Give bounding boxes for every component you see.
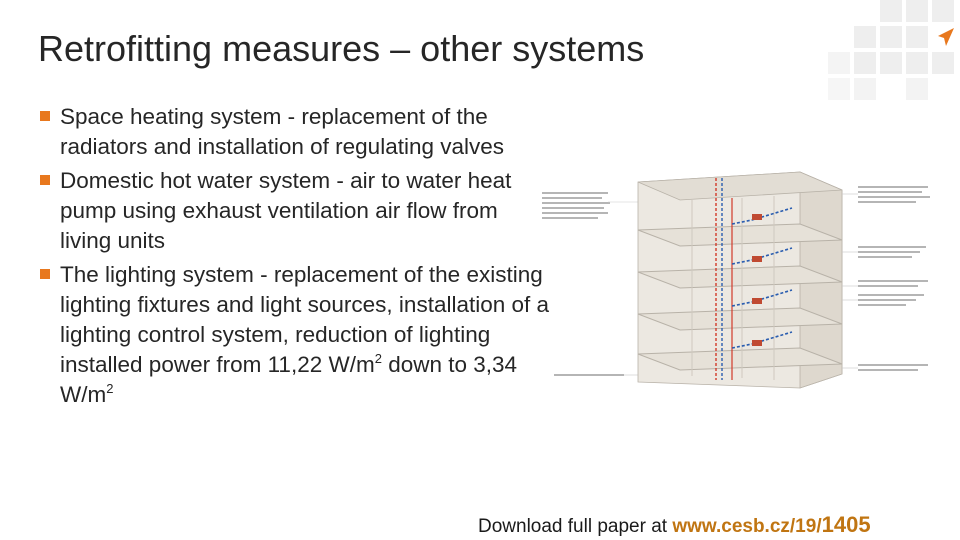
bullet-list: Space heating system - replacement of th… [40, 102, 550, 414]
superscript: 2 [106, 381, 114, 396]
decorative-squares [828, 0, 958, 100]
building-section-diagram [542, 171, 930, 389]
bullet-marker [40, 269, 50, 279]
paper-link[interactable]: www.cesb.cz/19/ [672, 516, 822, 537]
superscript: 2 [374, 351, 382, 366]
bullet-space-heating: Space heating system - replacement of th… [40, 102, 550, 162]
page-title: Retrofitting measures – other systems [38, 28, 645, 69]
bullet-marker [40, 111, 50, 121]
bullet-lighting: The lighting system - replacement of the… [40, 260, 550, 410]
footer-download-note: Download full paper at www.cesb.cz/19/14… [478, 512, 871, 538]
paper-code[interactable]: 1405 [821, 512, 871, 537]
bullet-text: Domestic hot water system - air to water… [60, 168, 512, 253]
bullet-marker [40, 175, 50, 185]
bullet-text: Space heating system - replacement of th… [60, 104, 505, 159]
orange-arrow-logo [930, 24, 958, 52]
footer-prefix: Download full paper at [478, 516, 673, 537]
bullet-text: down to 3,34 W/m [60, 352, 518, 407]
bullet-hot-water: Domestic hot water system - air to water… [40, 166, 550, 256]
bullet-text: The lighting system - replacement of the… [60, 262, 550, 377]
